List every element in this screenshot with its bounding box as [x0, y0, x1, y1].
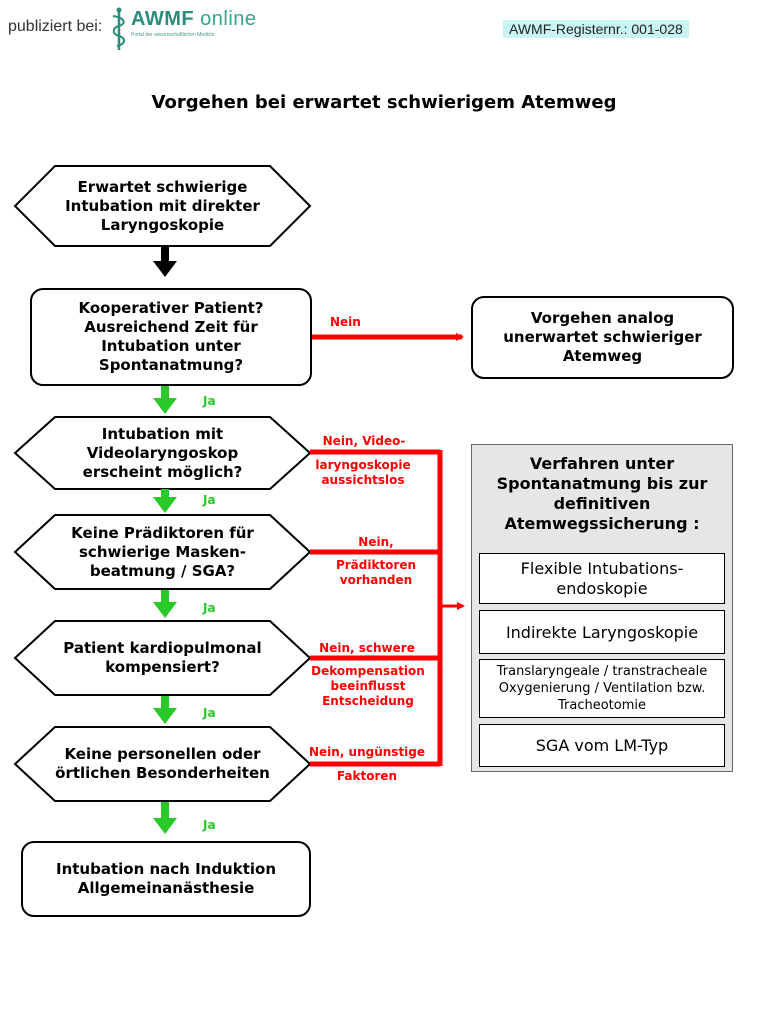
logo-wordmark: AWMF online: [131, 8, 257, 31]
panel-option-3: Translaryngeale / transtracheale Oxygeni…: [479, 659, 725, 718]
predictors-node-text: Keine Prädiktoren für schwierige Masken-…: [71, 523, 254, 580]
no-label-personnel-1: Nein, ungünstige: [308, 745, 426, 759]
start-down-arrow: [153, 247, 177, 277]
logo-suffix: online: [200, 8, 257, 30]
cardio-node-text: Patient kardiopulmonal kompensiert?: [63, 639, 262, 676]
video-node-text: Intubation mit Videolaryngoskop erschein…: [82, 424, 243, 481]
logo-name: AWMF: [131, 8, 195, 30]
panel-option-1: Flexible Intubations-endoskopie: [479, 553, 725, 604]
panel-option-2: Indirekte Laryngoskopie: [479, 610, 725, 654]
yes-arrow-4: [153, 696, 177, 724]
yes-arrow-3: [153, 590, 177, 618]
register-number: AWMF-Registernr.: 001-028: [503, 20, 689, 38]
final-node: Intubation nach Induktion Allgemeinanäst…: [21, 841, 311, 917]
panel-title: Verfahren unter Spontanatmung bis zur de…: [496, 454, 708, 533]
yes-arrow-2: [153, 489, 177, 513]
yes-arrow-5: [153, 802, 177, 834]
no-label-cardio-1: Nein, schwere: [319, 641, 415, 655]
start-hexagon: [13, 165, 312, 247]
yes-label-1: Ja: [203, 394, 216, 408]
predictors-hexagon: [13, 514, 312, 590]
published-by-label: publiziert bei:: [8, 18, 103, 35]
analog-node: Vorgehen analog unerwartet schwieriger A…: [471, 296, 734, 379]
cardio-hexagon: [13, 620, 312, 696]
no-label-predictors-1: Nein,: [358, 535, 394, 549]
panel-option-4: SGA vom LM-Typ: [479, 724, 725, 767]
no-label-cardio-2: Dekompensation beeinflusst Entscheidung: [311, 664, 425, 708]
start-node-text: Erwartet schwierige Intubation mit direk…: [65, 177, 260, 234]
yes-label-2: Ja: [203, 493, 216, 507]
video-hexagon: [13, 416, 312, 490]
no-label-personnel-2: Faktoren: [336, 769, 398, 783]
no-label-predictors-2: Prädiktoren vorhanden: [335, 558, 417, 587]
yes-label-4: Ja: [203, 706, 216, 720]
awmf-logo-icon: [112, 7, 125, 50]
yes-label-3: Ja: [203, 601, 216, 615]
no-label-cooperative: Nein: [330, 315, 361, 329]
personnel-node-text: Keine personellen oder örtlichen Besonde…: [55, 745, 270, 782]
no-label-video-1: Nein, Video-: [322, 434, 406, 448]
cooperative-node: Kooperativer Patient? Ausreichend Zeit f…: [30, 288, 312, 386]
page-title: Vorgehen bei erwartet schwierigem Atemwe…: [151, 92, 617, 113]
yes-arrow-1: [153, 386, 177, 414]
no-label-video-2: laryngoskopie aussichtslos: [315, 458, 411, 487]
logo-tagline: Portal der wissenschaftlichen Medizin: [131, 32, 215, 38]
yes-label-5: Ja: [203, 818, 216, 832]
personnel-hexagon: [13, 726, 312, 802]
